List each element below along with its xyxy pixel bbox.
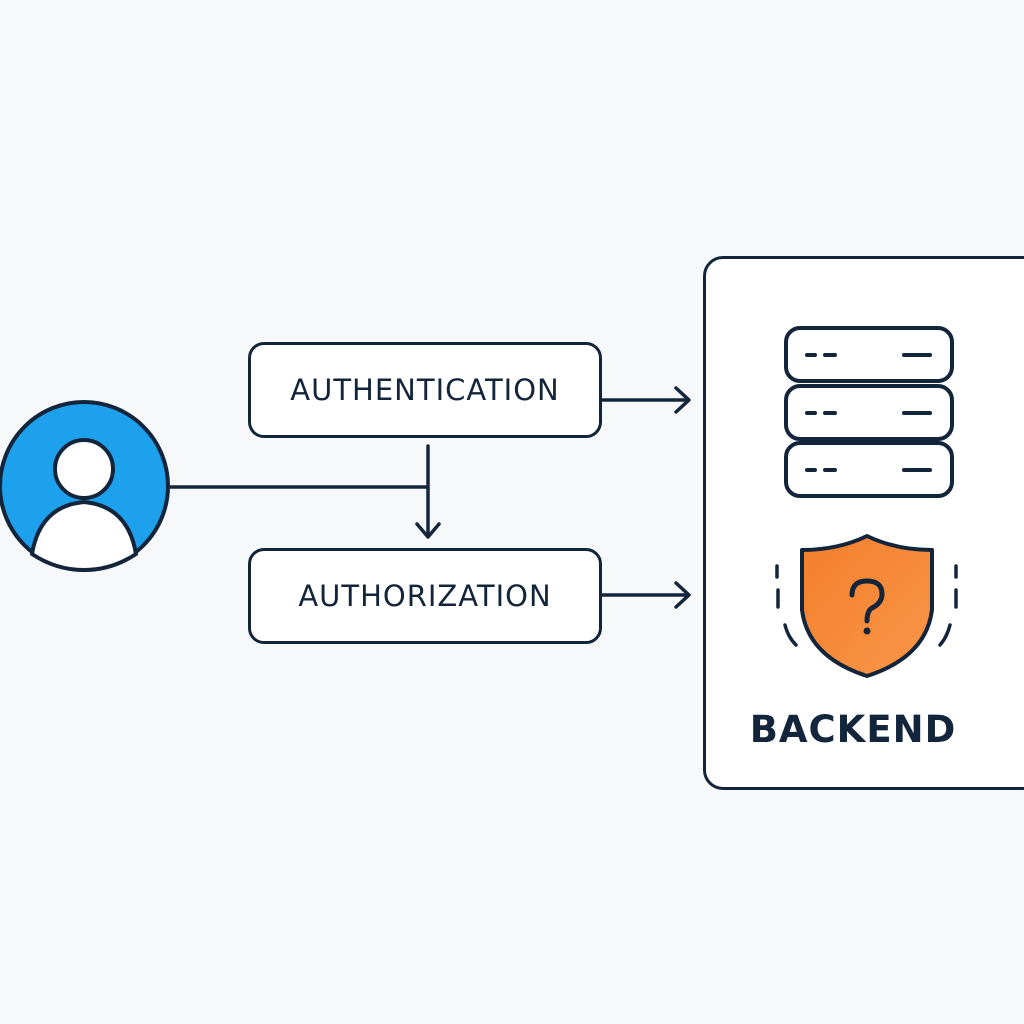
user-avatar-icon — [0, 400, 170, 572]
authentication-box: AUTHENTICATION — [248, 342, 602, 438]
server-rack-icon — [784, 326, 954, 498]
authorization-to-backend-arrow — [601, 581, 691, 609]
authentication-to-backend-arrow — [601, 386, 691, 414]
authorization-label: AUTHORIZATION — [298, 579, 552, 613]
authentication-label: AUTHENTICATION — [290, 373, 560, 407]
shield-question-icon — [775, 534, 958, 678]
backend-graphics — [775, 326, 958, 678]
backend-label: BACKEND — [749, 708, 957, 751]
auth-flow-arrow — [415, 444, 441, 539]
backend-panel: BACKEND — [703, 256, 1024, 790]
authorization-box: AUTHORIZATION — [248, 548, 602, 644]
